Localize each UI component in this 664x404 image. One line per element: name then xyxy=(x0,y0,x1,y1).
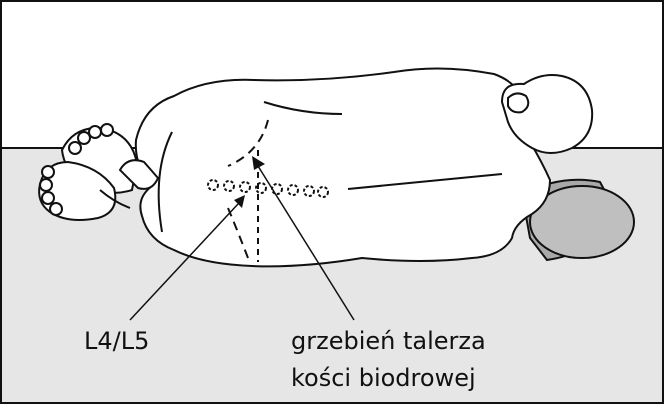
label-iliac-crest-line2: kości biodrowej xyxy=(291,366,476,390)
label-l4-l5: L4/L5 xyxy=(84,329,149,353)
label-iliac-crest-line1: grzebień talerza xyxy=(291,329,486,353)
